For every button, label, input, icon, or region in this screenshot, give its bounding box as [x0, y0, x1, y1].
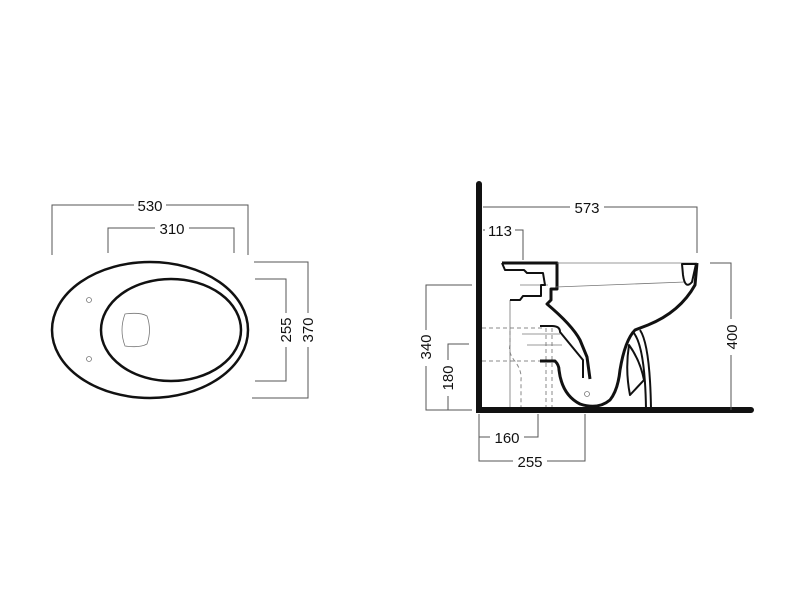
dim-label-255: 255 — [278, 317, 295, 342]
outer-rim-outline — [50, 260, 250, 400]
inlet-inner-outline — [501, 262, 546, 301]
pedestal-cutout — [626, 344, 645, 396]
dim-label-573: 573 — [574, 200, 599, 217]
bowl-opening-outline — [99, 277, 243, 383]
outlet-outline — [121, 312, 150, 348]
water-level-line — [555, 281, 686, 288]
pedestal-front — [632, 329, 652, 410]
dim-label-180: 180 — [440, 365, 457, 390]
dim-label-400: 400 — [724, 324, 741, 349]
waste-pipe-dashed — [482, 327, 553, 408]
rim-flush-channel — [681, 263, 697, 286]
side-view: 573 113 400 340 180 160 255 — [418, 181, 754, 471]
dim-line-573 — [483, 206, 698, 253]
dim-label-113: 113 — [488, 223, 512, 240]
outlet-spigot-top — [540, 325, 584, 378]
dim-label-255-floor: 255 — [517, 454, 542, 471]
dim-label-530: 530 — [137, 198, 162, 215]
dim-line-400 — [710, 262, 732, 410]
dim-label-160: 160 — [494, 430, 519, 447]
dim-label-310: 310 — [159, 221, 184, 238]
drain-hole — [584, 391, 590, 397]
seat-fixing-hole — [86, 356, 92, 362]
top-view: 530 310 370 255 — [50, 197, 317, 400]
seat-fixing-hole — [86, 297, 92, 303]
trapway-outline — [540, 262, 699, 408]
dim-label-340: 340 — [418, 334, 435, 359]
wall-and-floor — [476, 181, 754, 413]
inlet-outline — [502, 261, 592, 380]
dim-label-370: 370 — [300, 317, 317, 342]
